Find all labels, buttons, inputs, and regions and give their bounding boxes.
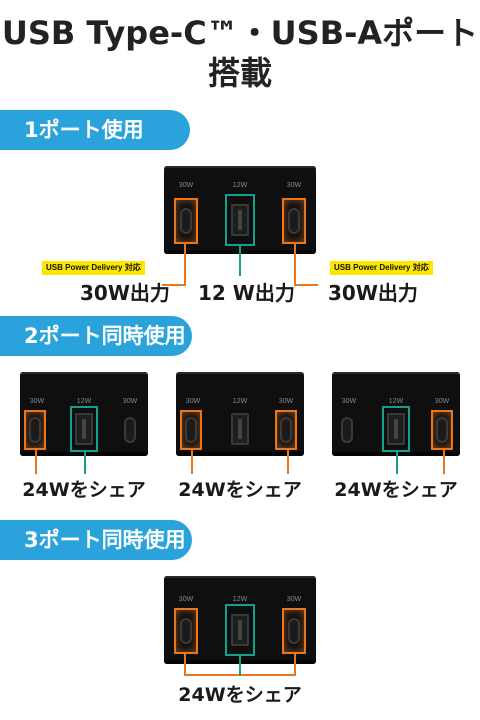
connector-line-2-3-middle — [396, 452, 398, 474]
usba-highlight — [225, 604, 255, 656]
charger-device-two-port-3: 30W 12W 30W — [332, 372, 460, 456]
usbc-left-port — [29, 417, 41, 443]
charger-device-one-port: 30W 12W 30W — [164, 166, 316, 254]
usba-highlight — [382, 406, 410, 452]
connector-line-right-horizontal — [294, 284, 318, 286]
connector-line-2-1-middle — [84, 452, 86, 474]
usbc-right-port — [436, 417, 448, 443]
share-label-two-port-1: 24Wをシェア — [22, 479, 146, 501]
usbc-left-port — [180, 208, 192, 234]
bracket-line-left-vertical — [184, 654, 186, 676]
output-label-right: 30W出力 — [328, 281, 418, 305]
connector-line-left-horizontal — [162, 284, 186, 286]
output-label-middle: 12 W出力 — [198, 281, 295, 305]
page-title-line-2: 搭載 — [207, 54, 272, 92]
usba-highlight — [70, 406, 98, 452]
usbc-right-port — [280, 417, 292, 443]
usba-port — [231, 413, 249, 445]
port-label-middle: 12W — [388, 398, 404, 405]
section-tab-one-port: 1ポート使用 — [0, 110, 190, 150]
usbc-left-highlight — [174, 198, 198, 244]
charger-device-three-port: 30W 12W 30W — [164, 576, 316, 664]
section-tab-one-port-label: 1ポート使用 — [24, 118, 144, 142]
usbc-left-port — [180, 618, 192, 644]
usbc-right-port — [288, 618, 300, 644]
usbc-right-port — [288, 208, 300, 234]
section-tab-two-port-label: 2ポート同時使用 — [24, 324, 186, 348]
usbc-right-highlight — [275, 410, 297, 450]
port-label-left: 30W — [185, 398, 201, 405]
connector-line-2-1-left — [35, 450, 37, 474]
usba-highlight — [225, 194, 255, 246]
usbc-left-highlight — [24, 410, 46, 450]
output-label-left: 30W出力 — [80, 281, 170, 305]
connector-line-2-2-right — [287, 450, 289, 474]
usbc-left-port — [341, 417, 353, 443]
usba-port — [231, 614, 249, 646]
charger-device-two-port-1: 30W 12W 30W — [20, 372, 148, 456]
connector-line-left-vertical — [184, 244, 186, 286]
port-label-right: 30W — [278, 398, 294, 405]
port-label-left: 30W — [178, 596, 194, 603]
port-label-middle: 12W — [232, 398, 248, 405]
section-tab-three-port: 3ポート同時使用 — [0, 520, 192, 560]
usbc-left-highlight — [180, 410, 202, 450]
usba-port — [387, 413, 405, 445]
usbc-left-port — [185, 417, 197, 443]
usbc-left-highlight — [174, 608, 198, 654]
connector-line-middle — [239, 246, 241, 276]
port-label-right: 30W — [122, 398, 138, 405]
port-label-right: 30W — [286, 182, 302, 189]
port-label-left: 30W — [29, 398, 45, 405]
section-tab-two-port: 2ポート同時使用 — [0, 316, 192, 356]
usb-pd-badge-left: USB Power Delivery 対応 — [42, 261, 145, 275]
port-label-left: 30W — [178, 182, 194, 189]
charger-device-two-port-2: 30W 12W 30W — [176, 372, 304, 456]
share-label-three-port: 24Wをシェア — [178, 684, 302, 706]
page-title-line-1: USB Type-C™・USB-Aポート — [1, 14, 479, 52]
connector-line-right-vertical — [294, 244, 296, 286]
connector-line-2-2-left — [191, 450, 193, 474]
port-label-right: 30W — [434, 398, 450, 405]
connector-line-2-3-right — [443, 450, 445, 474]
usb-pd-badge-right: USB Power Delivery 対応 — [330, 261, 433, 275]
port-label-middle: 12W — [232, 182, 248, 189]
port-label-left: 30W — [341, 398, 357, 405]
usba-port — [75, 413, 93, 445]
bracket-line-right-vertical — [294, 654, 296, 676]
usbc-right-port — [124, 417, 136, 443]
port-label-right: 30W — [286, 596, 302, 603]
usba-port — [231, 204, 249, 236]
usbc-right-highlight — [282, 198, 306, 244]
share-label-two-port-2: 24Wをシェア — [178, 479, 302, 501]
usbc-right-highlight — [431, 410, 453, 450]
section-tab-three-port-label: 3ポート同時使用 — [24, 528, 186, 552]
share-label-two-port-3: 24Wをシェア — [334, 479, 458, 501]
port-label-middle: 12W — [76, 398, 92, 405]
usbc-right-highlight — [282, 608, 306, 654]
bracket-line-middle-vertical — [239, 656, 241, 676]
port-label-middle: 12W — [232, 596, 248, 603]
